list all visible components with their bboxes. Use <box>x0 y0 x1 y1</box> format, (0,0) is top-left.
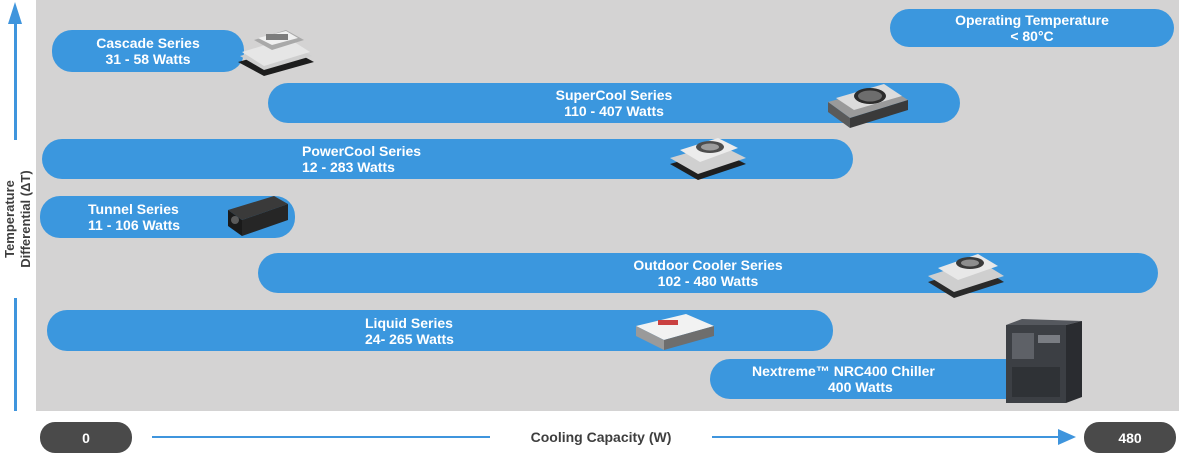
bar-outdoor-cooler-series: Outdoor Cooler Series 102 - 480 Watts <box>258 253 1158 293</box>
tunnel-cooler-image <box>228 196 288 236</box>
bar-label: Nextreme™ NRC400 Chiller <box>752 363 935 379</box>
bar-label: PowerCool Series <box>302 143 422 159</box>
bar-label: Cascade Series <box>96 35 200 51</box>
liquid-cooler-image <box>636 314 714 350</box>
x-axis-arrow-icon <box>1058 429 1076 445</box>
x-axis-min-label: 0 <box>40 422 132 453</box>
bar-label: SuperCool Series <box>555 87 673 103</box>
cascade-cooler-image <box>238 30 314 76</box>
bar-range-label: < 80°C <box>1010 28 1054 44</box>
bar-cascade-series: Cascade Series 31 - 58 Watts <box>52 30 244 72</box>
bar-operating-temperature: Operating Temperature < 80°C <box>890 9 1174 47</box>
x-axis-line <box>712 436 1062 438</box>
bar-nextreme-chiller: Nextreme™ NRC400 Chiller 400 Watts <box>710 359 1050 399</box>
nextreme-chiller-image <box>1006 319 1082 403</box>
powercool-cooler-image <box>670 138 746 180</box>
bar-range-label: 24- 265 Watts <box>365 330 454 347</box>
y-axis-line <box>14 298 17 411</box>
y-axis-line <box>14 22 17 140</box>
y-axis-label-line: Temperature <box>2 180 17 258</box>
supercool-cooler-image <box>828 84 908 128</box>
bar-range-label: 400 Watts <box>828 379 893 395</box>
bar-label: Outdoor Cooler Series <box>633 257 783 273</box>
y-axis-label-line: Differential (ΔT) <box>18 170 33 268</box>
outdoor-cooler-image <box>928 254 1004 298</box>
bar-range-label: 12 - 283 Watts <box>302 159 395 175</box>
bar-range-label: 110 - 407 Watts <box>564 103 664 119</box>
bar-label: Operating Temperature <box>955 12 1109 28</box>
bar-range-label: 11 - 106 Watts <box>88 217 181 233</box>
y-axis-arrow-icon <box>8 2 22 24</box>
bar-label: Liquid Series <box>365 314 453 331</box>
bar-label: Tunnel Series <box>88 201 179 217</box>
y-axis-label: Temperature Differential (ΔT) <box>2 139 34 299</box>
bar-range-label: 31 - 58 Watts <box>105 51 191 67</box>
x-axis-label: Cooling Capacity (W) <box>530 429 672 445</box>
x-axis-max-label: 480 <box>1084 422 1176 453</box>
bar-range-label: 102 - 480 Watts <box>657 273 759 289</box>
x-axis-line <box>152 436 490 438</box>
